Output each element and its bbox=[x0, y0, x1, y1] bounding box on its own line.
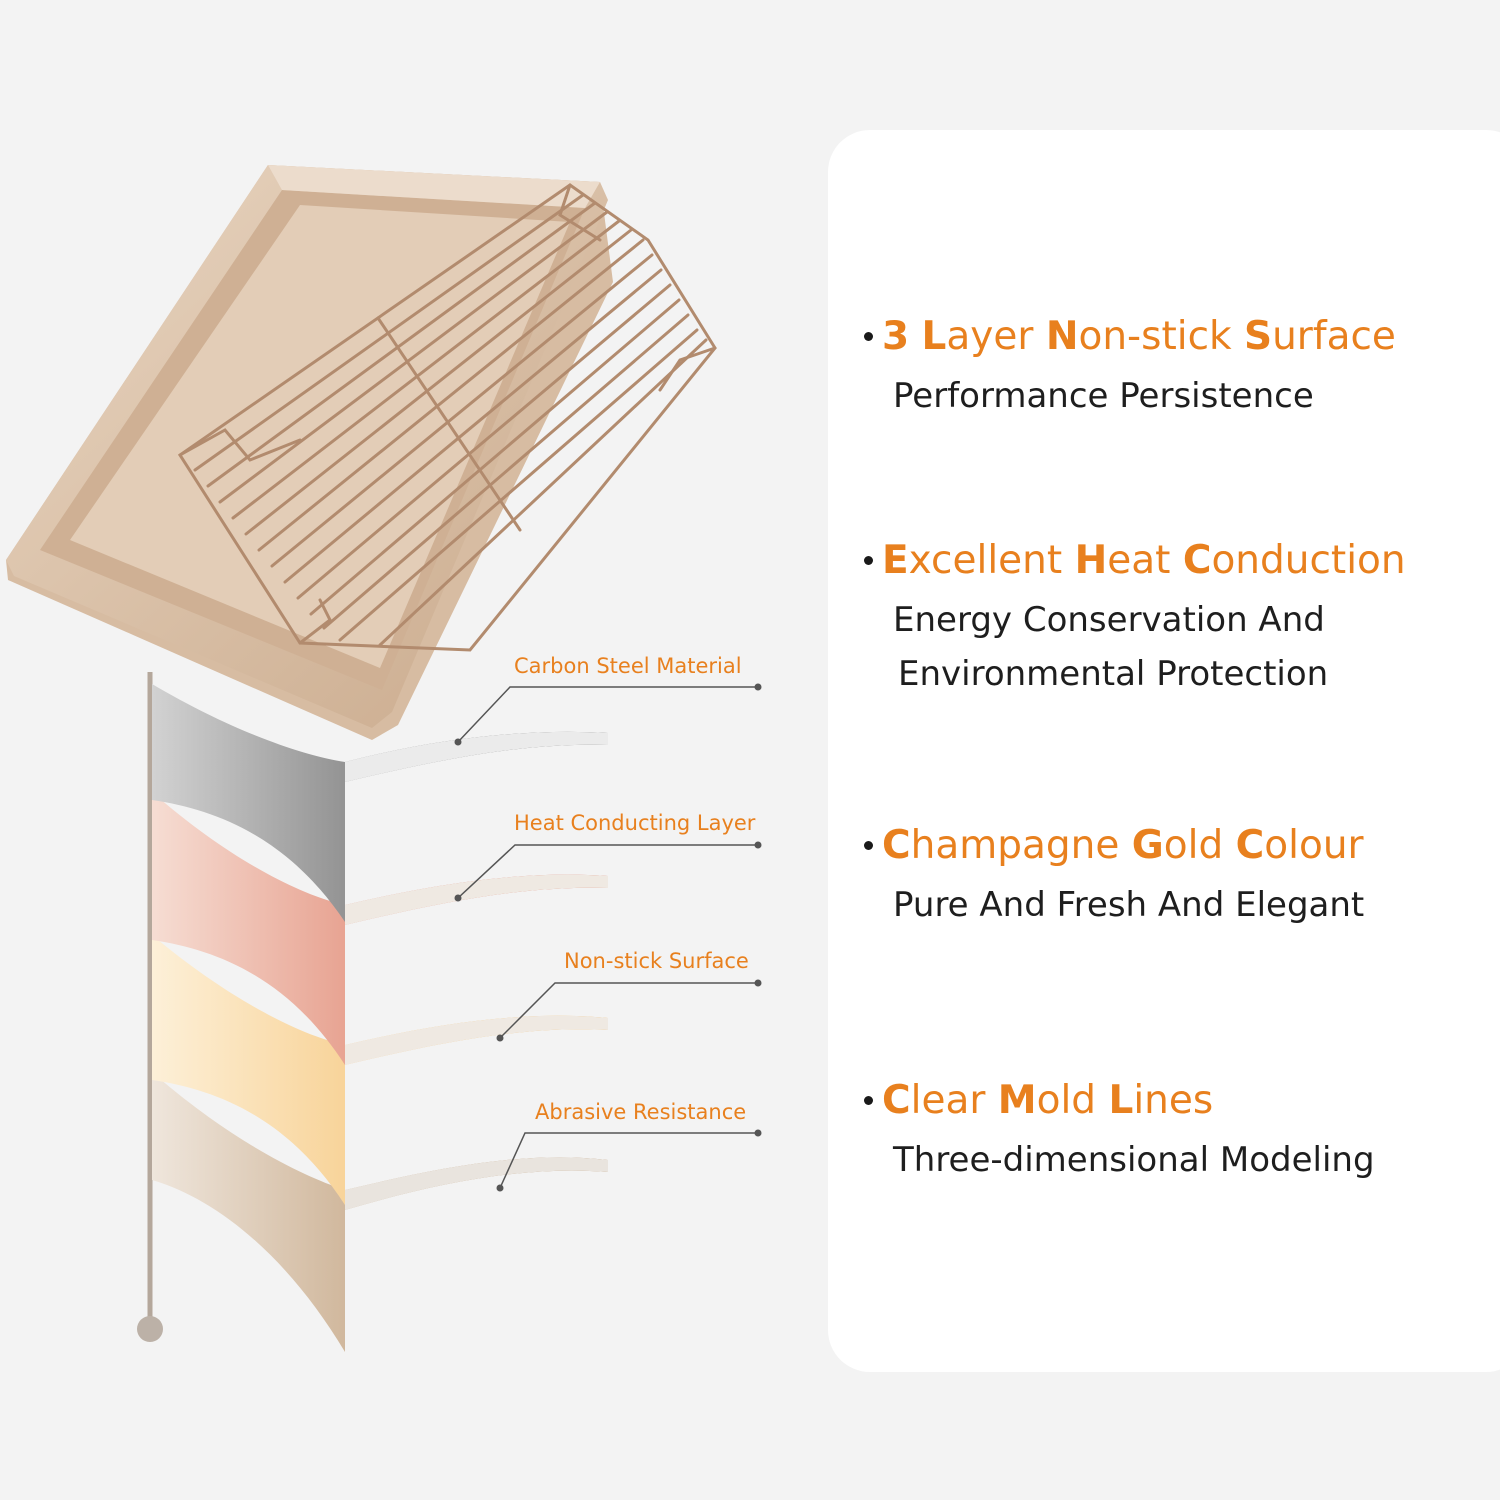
stand-base bbox=[137, 1316, 163, 1342]
feature-title: Champagne Gold Colour bbox=[864, 822, 1364, 870]
layer-label-non-stick: Non-stick Surface bbox=[564, 949, 749, 973]
bullet-icon bbox=[864, 1096, 873, 1105]
callout-lines bbox=[457, 686, 758, 1189]
feature-3: Champagne Gold Colour Pure And Fresh And… bbox=[864, 822, 1364, 932]
feature-4: Clear Mold Lines Three-dimensional Model… bbox=[864, 1077, 1375, 1187]
layer-non-stick-surface bbox=[152, 935, 608, 1205]
feature-title: Clear Mold Lines bbox=[864, 1077, 1375, 1125]
baking-pan bbox=[6, 165, 613, 740]
layer-heat-conducting bbox=[152, 792, 608, 1065]
layer-label-heat-conducting: Heat Conducting Layer bbox=[514, 811, 756, 835]
layer-abrasive-resistance bbox=[152, 1072, 608, 1352]
layer-label-carbon-steel: Carbon Steel Material bbox=[514, 654, 742, 678]
feature-2: Excellent Heat Conduction Energy Conserv… bbox=[864, 537, 1406, 701]
feature-subtitle: Performance Persistence bbox=[893, 376, 1314, 416]
feature-title: 3 Layer Non-stick Surface bbox=[864, 313, 1396, 361]
feature-card bbox=[828, 130, 1500, 1372]
feature-1: 3 Layer Non-stick Surface Performance Pe… bbox=[864, 313, 1396, 423]
feature-subtitle: Energy Conservation And bbox=[893, 600, 1325, 640]
wire-rack bbox=[177, 183, 717, 652]
bullet-icon bbox=[864, 841, 873, 850]
layer-carbon-steel bbox=[152, 684, 608, 922]
bullet-icon bbox=[864, 556, 873, 565]
callout-dots bbox=[454, 683, 762, 1192]
feature-subtitle: Three-dimensional Modeling bbox=[893, 1140, 1375, 1180]
feature-subtitle-line-2: Environmental Protection bbox=[898, 654, 1329, 694]
feature-subtitle: Pure And Fresh And Elegant bbox=[893, 885, 1365, 925]
feature-title: Excellent Heat Conduction bbox=[864, 537, 1406, 585]
bullet-icon bbox=[864, 332, 873, 341]
layer-label-abrasive: Abrasive Resistance bbox=[535, 1100, 747, 1124]
